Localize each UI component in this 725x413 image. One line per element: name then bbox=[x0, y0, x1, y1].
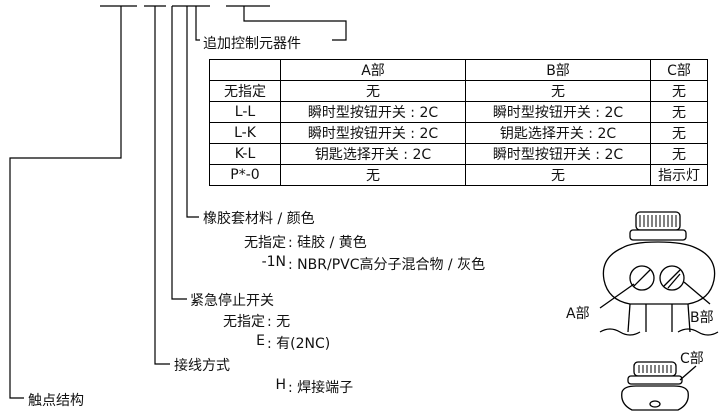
table-cell: 无 bbox=[465, 164, 651, 186]
table-cell: 瞬时型按钮开关 : 2C bbox=[280, 101, 466, 123]
switch-top-illustration bbox=[599, 211, 719, 336]
table-cell: 无 bbox=[650, 80, 708, 102]
table-cell: 无指定 bbox=[209, 80, 281, 102]
table-header-cell: C部 bbox=[650, 59, 708, 81]
estop-desc-default: : 无 bbox=[267, 314, 291, 330]
table-cell: 瞬时型按钮开关 : 2C bbox=[465, 143, 651, 165]
table-cell: 无 bbox=[280, 164, 466, 186]
contact-title: 触点结构 bbox=[28, 393, 84, 409]
table-cell: L-L bbox=[209, 101, 281, 123]
table-header-cell bbox=[209, 59, 281, 81]
table-row: 无指定 无 无 无 bbox=[209, 80, 708, 102]
table-cell: 钥匙选择开关 : 2C bbox=[465, 122, 651, 144]
table-header-row: A部 B部 C部 bbox=[209, 59, 708, 81]
options-title: 追加控制元器件 bbox=[203, 36, 301, 52]
wiring-title: 接线方式 bbox=[174, 358, 230, 374]
table-cell: 钥匙选择开关 : 2C bbox=[280, 143, 466, 165]
table-cell: 无 bbox=[465, 80, 651, 102]
table-cell: 指示灯 bbox=[650, 164, 708, 186]
wiring-code-h: H bbox=[275, 377, 286, 393]
table-header-cell: B部 bbox=[465, 59, 651, 81]
estop-code-default: 无指定 bbox=[223, 314, 265, 330]
estop-desc-e: : 有(2NC) bbox=[267, 336, 331, 352]
table-cell: 无 bbox=[650, 143, 708, 165]
boot-desc-1n: : NBR/PVC高分子混合物 / 灰色 bbox=[288, 257, 486, 273]
table-cell: K-L bbox=[209, 143, 281, 165]
table-cell: 无 bbox=[650, 101, 708, 123]
table-row: L-L 瞬时型按钮开关 : 2C 瞬时型按钮开关 : 2C 无 bbox=[209, 101, 708, 123]
table-row: K-L 钥匙选择开关 : 2C 瞬时型按钮开关 : 2C 无 bbox=[209, 143, 708, 165]
table-cell: L-K bbox=[209, 122, 281, 144]
label-c: C部 bbox=[680, 351, 704, 367]
table-header-cell: A部 bbox=[280, 59, 466, 81]
wiring-desc-h: : 焊接端子 bbox=[288, 380, 354, 396]
options-table: A部 B部 C部 无指定 无 无 无 L-L 瞬时型按钮开关 : 2C 瞬时型按… bbox=[209, 59, 708, 186]
table-row: P*-0 无 无 指示灯 bbox=[209, 164, 708, 186]
table-cell: 无 bbox=[650, 122, 708, 144]
boot-title: 橡胶套材料 / 颜色 bbox=[203, 211, 315, 227]
table-row: L-K 瞬时型按钮开关 : 2C 钥匙选择开关 : 2C 无 bbox=[209, 122, 708, 144]
estop-code-e: E bbox=[256, 333, 265, 349]
boot-desc-default: : 硅胶 / 黄色 bbox=[288, 235, 367, 251]
boot-code-1n: -1N bbox=[261, 254, 286, 270]
table-cell: P*-0 bbox=[209, 164, 281, 186]
table-cell: 瞬时型按钮开关 : 2C bbox=[465, 101, 651, 123]
table-cell: 瞬时型按钮开关 : 2C bbox=[280, 122, 466, 144]
label-a: A部 bbox=[566, 306, 590, 322]
switch-side-illustration bbox=[621, 361, 697, 411]
label-b: B部 bbox=[690, 310, 714, 326]
estop-title: 紧急停止开关 bbox=[190, 293, 274, 309]
boot-code-default: 无指定 bbox=[244, 235, 286, 251]
table-cell: 无 bbox=[280, 80, 466, 102]
